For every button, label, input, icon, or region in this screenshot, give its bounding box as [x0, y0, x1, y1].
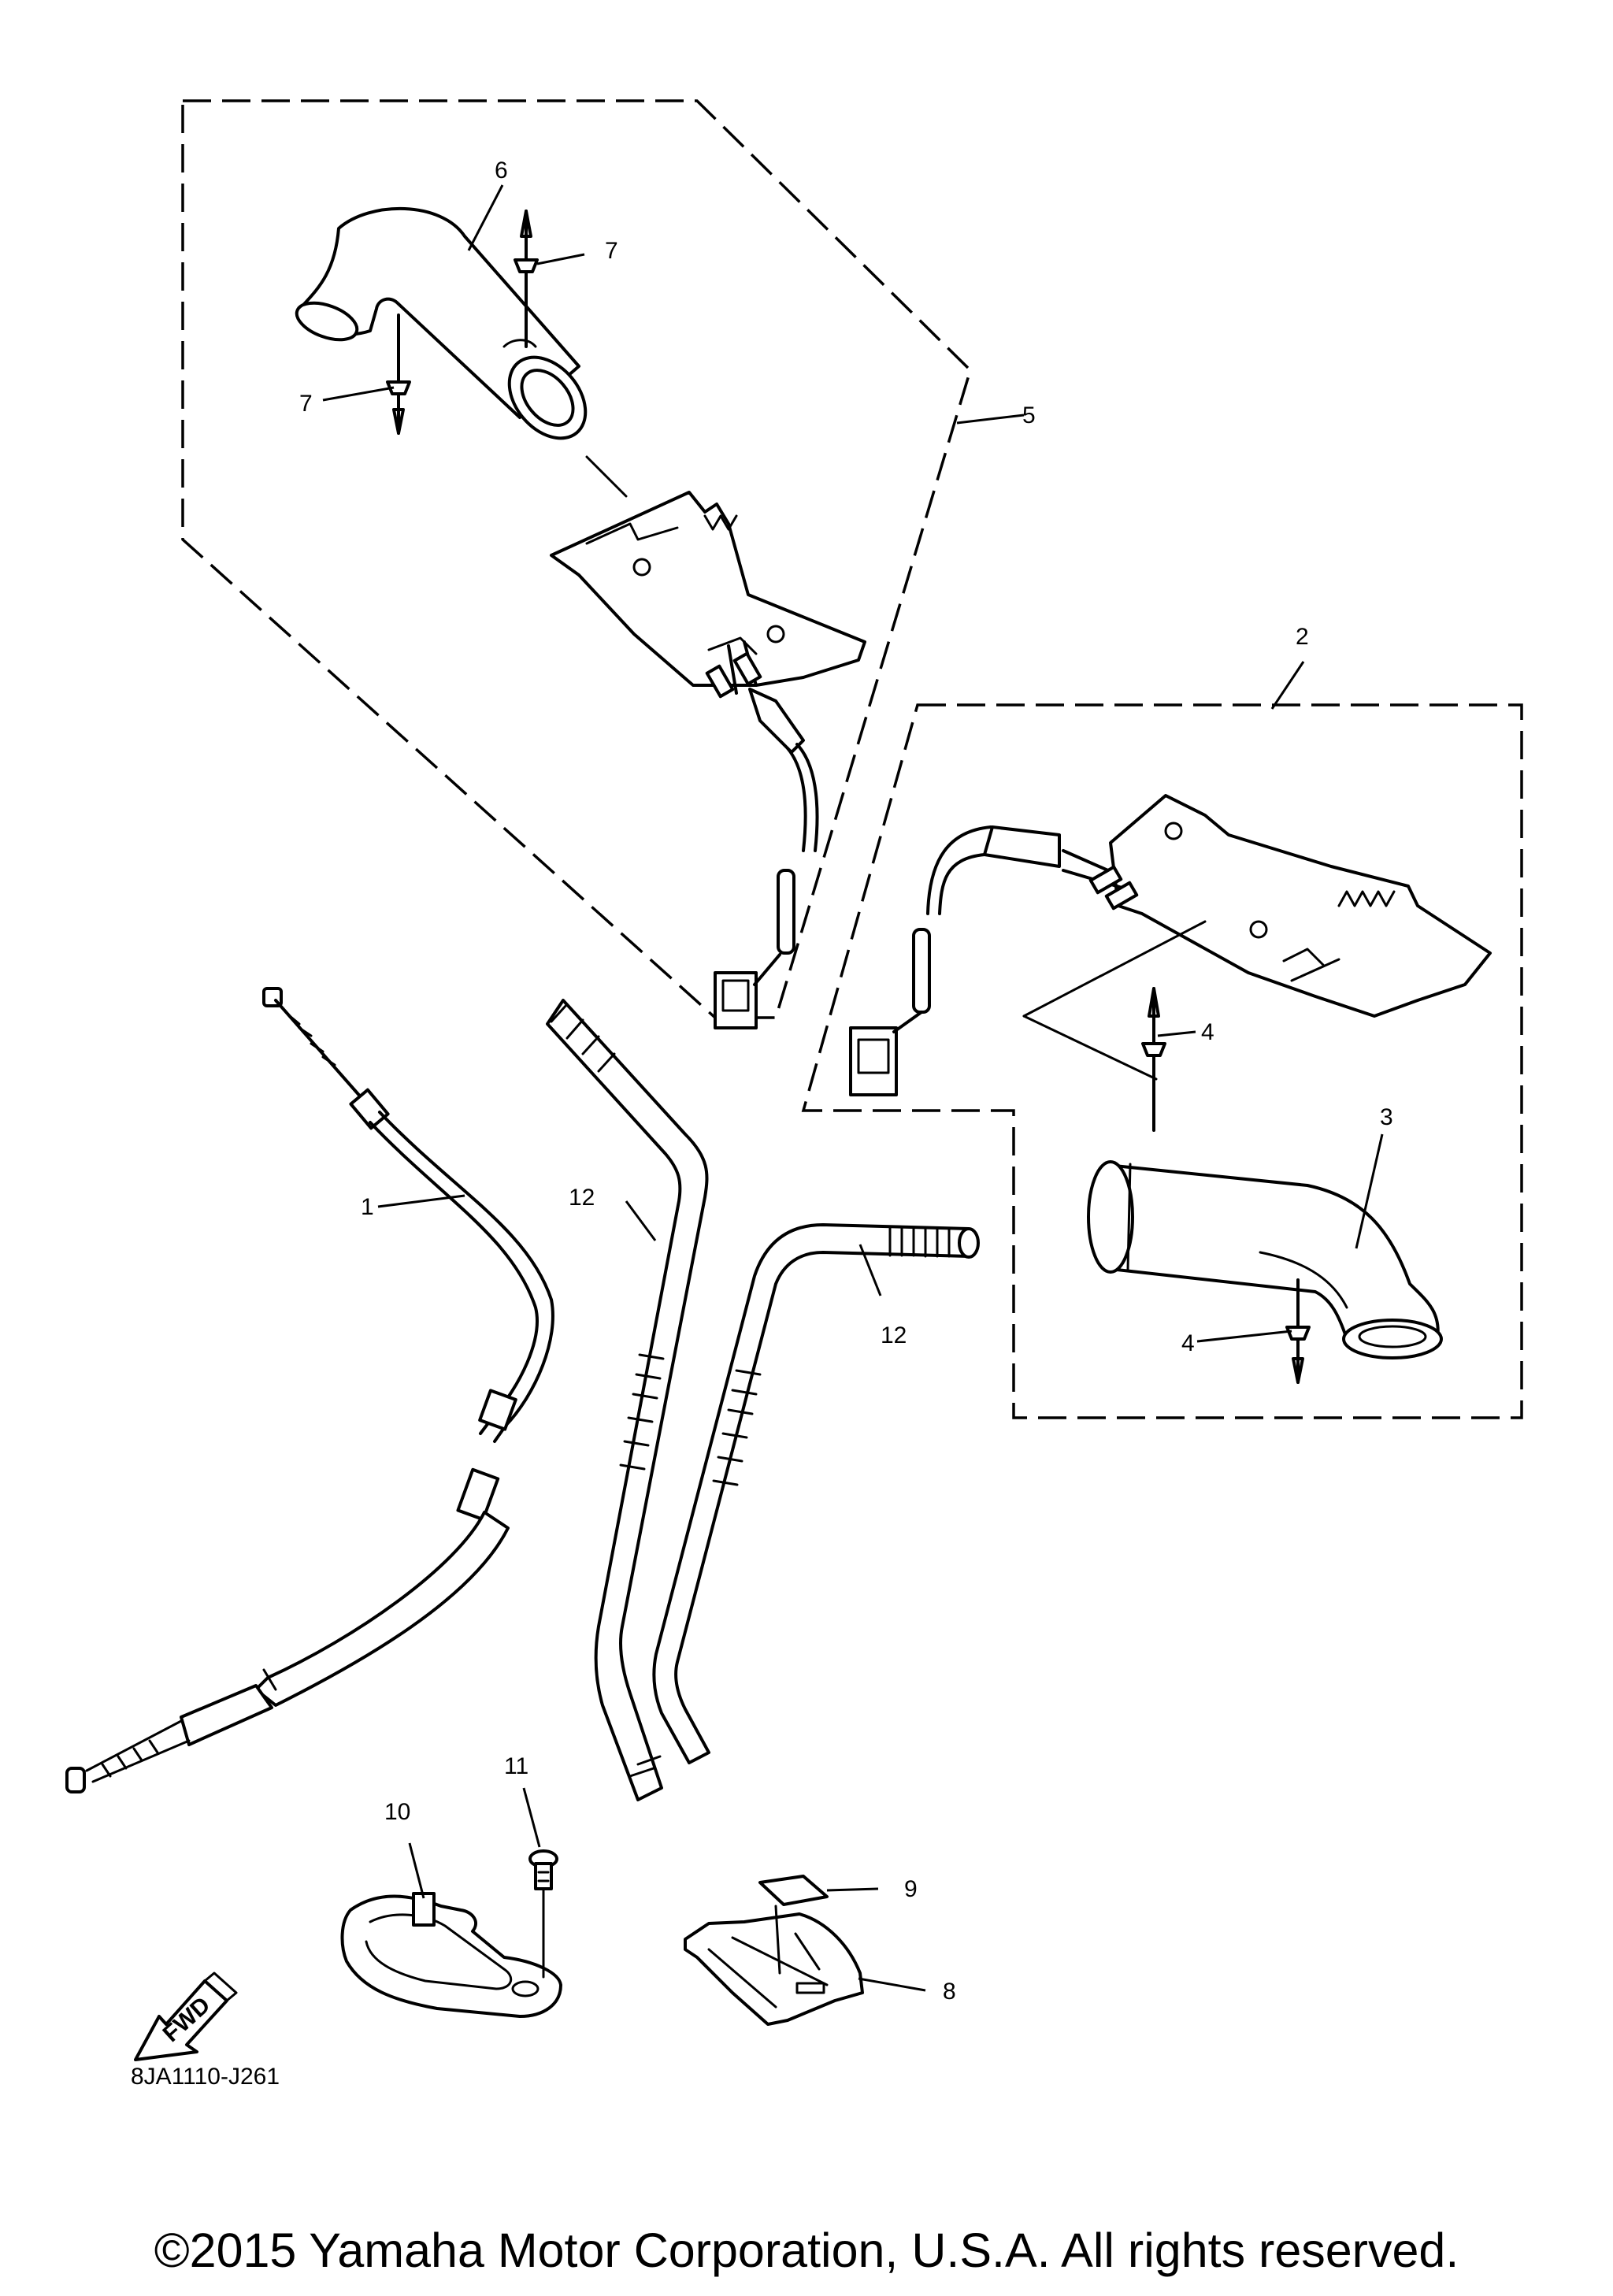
callout-10: 10 [384, 1799, 410, 1825]
callout-7b: 7 [299, 391, 313, 417]
fwd-arrow-icon: FWD [134, 1971, 238, 2061]
callout-12a: 12 [569, 1185, 595, 1211]
leader-lines [322, 184, 1384, 1992]
callout-4b: 4 [1181, 1330, 1195, 1356]
throttle-bar-right [652, 1223, 980, 1764]
throttle-bar-left [546, 999, 709, 1801]
pad [758, 1875, 829, 1906]
callout-6: 6 [495, 158, 508, 184]
heater-element-lower [849, 794, 1492, 1096]
callout-5: 5 [1022, 402, 1036, 428]
callout-3: 3 [1380, 1104, 1393, 1130]
screw [528, 1849, 558, 1979]
bracket [340, 1892, 562, 2018]
rivet-right-lower [1285, 1278, 1311, 1384]
callout-2: 2 [1296, 624, 1309, 650]
callout-12b: 12 [881, 1322, 907, 1348]
callout-8: 8 [943, 1979, 956, 2005]
grip-heater-upper [295, 206, 628, 498]
rivet-right-upper [1141, 987, 1166, 1132]
kit-outline-2 [801, 703, 1523, 1419]
callout-11: 11 [504, 1753, 528, 1779]
copyright-notice: ©2015 Yamaha Motor Corporation, U.S.A. A… [154, 2224, 1459, 2277]
kit-outline-5 [181, 99, 972, 1019]
callout-7a: 7 [605, 238, 618, 264]
rivet-upper [514, 210, 539, 348]
grip-heater-lower [1087, 1160, 1443, 1359]
holder [684, 1905, 864, 2026]
heater-element-upper [550, 491, 866, 1029]
throttle-cable [65, 987, 554, 1793]
callout-1: 1 [361, 1194, 374, 1220]
callout-4a: 4 [1201, 1019, 1214, 1045]
diagram-code: 8JA1110-J261 [131, 2064, 280, 2090]
callout-9: 9 [904, 1876, 918, 1902]
rivet-lower [386, 313, 411, 435]
callouts: 1 2 3 4 4 5 6 7 7 8 9 10 11 12 12 [299, 158, 1393, 2005]
